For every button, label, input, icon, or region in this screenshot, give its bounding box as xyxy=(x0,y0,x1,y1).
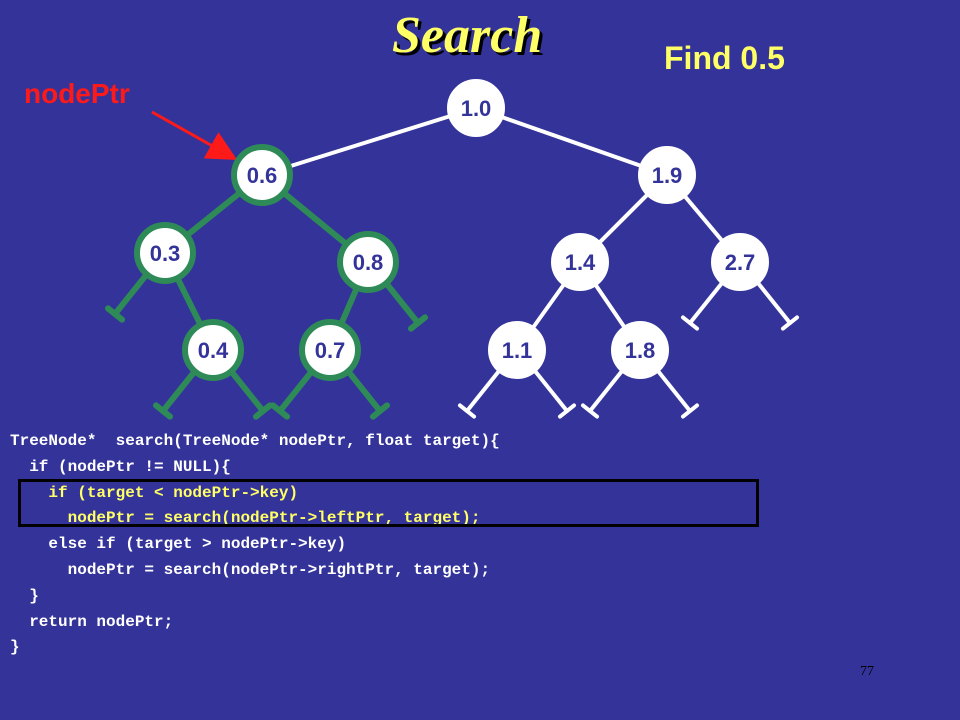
null-link xyxy=(688,281,724,325)
node-circle xyxy=(611,321,669,379)
null-link xyxy=(383,280,421,326)
node-circle xyxy=(182,319,244,381)
node-circle xyxy=(638,146,696,204)
null-link-cap xyxy=(152,402,174,420)
tree-edge xyxy=(183,189,244,239)
code-line: } xyxy=(10,638,20,657)
tree-node: 2.7 xyxy=(711,233,769,291)
node-label: 0.8 xyxy=(353,250,384,275)
node-circle xyxy=(488,321,546,379)
null-link-cap xyxy=(407,314,429,332)
null-link xyxy=(228,368,266,414)
null-link xyxy=(112,271,150,317)
tree-node: 1.1 xyxy=(488,321,546,379)
tree-node: 0.6 xyxy=(231,144,293,206)
slide-title: Search xyxy=(392,7,543,64)
tree-edge xyxy=(338,284,360,328)
null-link-cap xyxy=(780,315,800,331)
tree-edge xyxy=(597,192,650,245)
tree-node: 0.7 xyxy=(299,319,361,381)
code-line: if (target < nodePtr->key) xyxy=(10,483,299,502)
node-circle xyxy=(711,233,769,291)
null-link xyxy=(756,281,792,325)
node-circle xyxy=(231,144,293,206)
pointer-arrow xyxy=(151,110,238,160)
null-link xyxy=(656,369,692,413)
tree-edge xyxy=(174,275,204,328)
code-block: TreeNode* search(TreeNode* nodePtr, floa… xyxy=(10,429,500,661)
node-circle xyxy=(551,233,609,291)
code-line: } xyxy=(10,586,39,605)
null-link-cap xyxy=(369,402,391,420)
node-circle xyxy=(134,222,196,284)
null-link-cap xyxy=(457,403,477,419)
tree-node: 0.4 xyxy=(182,319,244,381)
node-circle xyxy=(447,79,505,137)
page-number: 77 xyxy=(860,664,874,679)
tree-node: 0.8 xyxy=(337,231,399,293)
null-link xyxy=(533,369,569,413)
tree-node: 1.0 xyxy=(447,79,505,137)
tree-edge xyxy=(286,114,452,169)
code-line: else if (target > nodePtr->key) xyxy=(10,535,347,554)
tree-node: 1.8 xyxy=(611,321,669,379)
tree-node: 0.3 xyxy=(134,222,196,284)
null-link xyxy=(345,368,383,414)
tree-edge xyxy=(593,283,627,329)
tree-nodes: 1.0 0.6 1.9 0.3 0.8 1.4 2.7 0.4 0.7 1.1 1.8 xyxy=(134,79,769,381)
node-label: 2.7 xyxy=(725,250,756,275)
code-line: return nodePtr; xyxy=(10,612,174,631)
node-label: 1.8 xyxy=(625,338,656,363)
null-link xyxy=(465,369,501,413)
tree-edge xyxy=(682,194,725,243)
code-highlight-box xyxy=(18,479,759,527)
tree-node: 1.9 xyxy=(638,146,696,204)
tree-edge xyxy=(531,282,566,330)
node-label: 0.7 xyxy=(315,338,346,363)
node-label: 1.1 xyxy=(502,338,533,363)
code-line: nodePtr = search(nodePtr->leftPtr, targe… xyxy=(10,509,481,528)
node-label: 1.9 xyxy=(652,163,683,188)
code-line: if (nodePtr != NULL){ xyxy=(10,457,231,476)
node-label: 0.3 xyxy=(150,241,181,266)
node-label: 1.0 xyxy=(461,96,492,121)
null-link-cap xyxy=(557,403,577,419)
tree-node: 1.4 xyxy=(551,233,609,291)
pointer-arrow-group xyxy=(151,110,238,160)
null-link-cap xyxy=(680,403,700,419)
null-link xyxy=(588,369,624,413)
code-line: nodePtr = search(nodePtr->rightPtr, targ… xyxy=(10,560,491,579)
node-circle xyxy=(337,231,399,293)
tree-edge xyxy=(280,189,350,248)
null-link-cap xyxy=(104,305,126,323)
node-label: 1.4 xyxy=(565,250,596,275)
null-link xyxy=(277,368,315,414)
null-link xyxy=(160,368,198,414)
pointer-label: nodePtr xyxy=(24,78,130,109)
null-link-cap xyxy=(680,315,700,331)
tree-edges xyxy=(174,114,725,330)
tree-edge xyxy=(500,115,643,168)
null-link-cap xyxy=(269,402,291,420)
node-circle xyxy=(299,319,361,381)
code-line: TreeNode* search(TreeNode* nodePtr, floa… xyxy=(10,432,500,450)
node-label: 0.6 xyxy=(247,163,278,188)
binary-search-tree: 1.0 0.6 1.9 0.3 0.8 1.4 2.7 0.4 0.7 1.1 1.8 xyxy=(104,79,800,420)
null-link-cap xyxy=(252,402,274,420)
slide-subtitle: Find 0.5 xyxy=(664,40,785,76)
node-label: 0.4 xyxy=(198,338,229,363)
null-links xyxy=(104,271,800,420)
null-link-cap xyxy=(580,403,600,419)
